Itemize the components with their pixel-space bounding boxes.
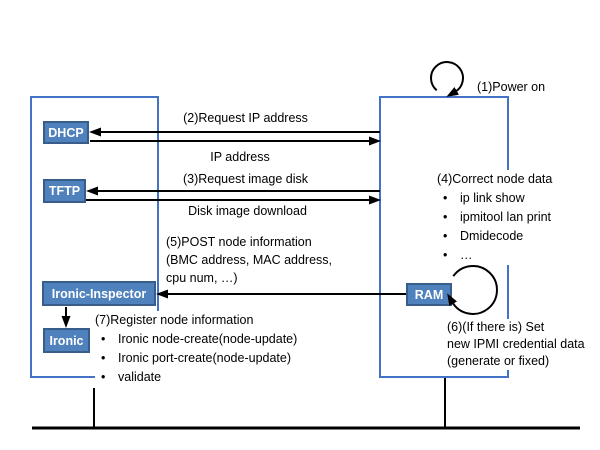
correct-node-data-item: ipmitool lan print xyxy=(437,208,589,227)
set-ipmi-line1: (6)(If there is) Set xyxy=(447,320,545,334)
tftp-node: TFTP xyxy=(43,179,86,203)
correct-node-data-item: ip link show xyxy=(437,189,589,208)
label-request-ip: (2)Request IP address xyxy=(183,111,308,125)
set-ipmi-line3: (generate or fixed) xyxy=(447,354,550,368)
register-node-title: (7)Register node information xyxy=(95,313,254,327)
correct-node-data-title: (4)Correct node data xyxy=(437,172,553,186)
ram-node: RAM xyxy=(406,283,452,306)
correct-node-data-block: (4)Correct node data ip link show ipmito… xyxy=(437,170,589,265)
set-ipmi-line2: new IPMI credential data xyxy=(447,337,585,351)
register-node-item: Ironic node-create(node-update) xyxy=(95,330,297,349)
dhcp-node: DHCP xyxy=(43,121,89,144)
label-power-on: (1)Power on xyxy=(477,80,546,94)
post-node-information-text: (5)POST node information (BMC address, M… xyxy=(166,233,332,287)
register-node-information-block: (7)Register node information Ironic node… xyxy=(95,311,297,387)
post-node-information-line1: (5)POST node information xyxy=(166,235,312,249)
label-ip-address: IP address xyxy=(210,150,270,164)
register-node-item: Ironic port-create(node-update) xyxy=(95,349,295,368)
label-request-image-disk: (3)Request image disk xyxy=(182,172,309,186)
ironic-node: Ironic xyxy=(43,328,90,353)
register-node-item: validate xyxy=(95,368,295,387)
post-node-information-line3: cpu num, …) xyxy=(166,271,238,285)
correct-node-data-item: … xyxy=(437,246,589,265)
ironic-inspector-node: Ironic-Inspector xyxy=(42,281,156,306)
post-node-information-line2: (BMC address, MAC address, xyxy=(166,253,333,267)
label-disk-image-download: Disk image download xyxy=(188,204,307,218)
set-ipmi-credential-block: (6)(If there is) Set new IPMI credential… xyxy=(447,319,599,370)
correct-node-data-item: Dmidecode xyxy=(437,227,589,246)
